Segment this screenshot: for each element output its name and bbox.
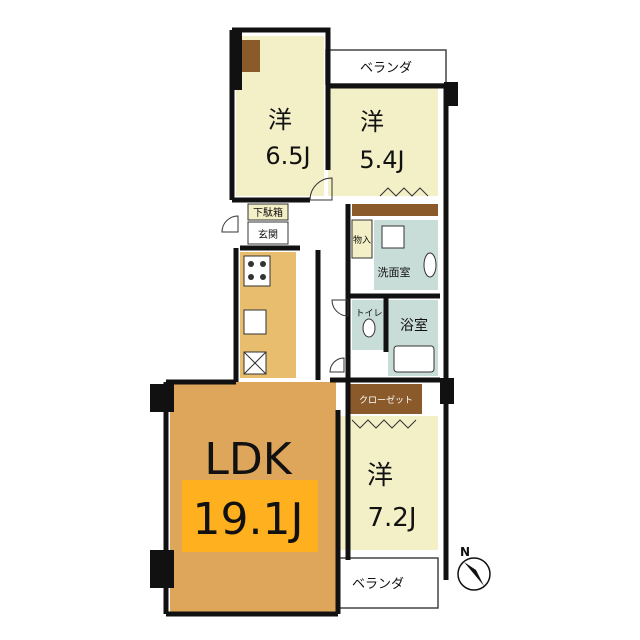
bedroom-6-5-size: 6.5J: [265, 142, 310, 170]
bedroom-6-5-kind: 洋: [268, 106, 292, 134]
balcony-bottom-label: ベランダ: [352, 577, 404, 592]
bedroom-6-5: 洋 6.5J: [236, 36, 324, 196]
doors: [309, 177, 349, 373]
entrance-label: 玄関: [258, 228, 278, 241]
wet-areas: 物入 洗面室 トイレ 浴室: [351, 219, 438, 376]
bedroom-5-4: 洋 5.4J: [328, 88, 438, 197]
bedroom-5-4-size: 5.4J: [359, 146, 404, 174]
sink-icon: [243, 309, 267, 335]
balcony-top-label: ベランダ: [360, 61, 412, 76]
kitchen: [240, 252, 296, 378]
stove-icon: [243, 255, 271, 287]
ldk-size: 19.1J: [193, 494, 304, 545]
storage-label: 物入: [353, 234, 371, 246]
bath-label: 浴室: [400, 317, 428, 334]
closet-small: [240, 40, 260, 72]
closet: クローゼット: [350, 384, 422, 414]
ldk-kind: LDK: [204, 434, 292, 485]
bedroom-7-2: 洋 7.2J: [340, 416, 438, 550]
closet-label: クローゼット: [359, 394, 413, 406]
storage-strip: [352, 204, 438, 216]
bedroom-5-4-kind: 洋: [360, 108, 384, 136]
ldk-size-highlight: [182, 480, 318, 552]
bedroom-7-2-kind: 洋: [367, 461, 393, 491]
bedroom-7-2-size: 7.2J: [367, 503, 416, 533]
wall-columns: [150, 30, 458, 588]
shoe-box-label: 下駄箱: [253, 206, 283, 219]
compass-letter: N: [460, 545, 470, 559]
compass-icon: N: [457, 545, 491, 591]
balcony-top: ベランダ: [325, 49, 447, 85]
toilet-label: トイレ: [355, 309, 382, 319]
washroom-label: 洗面室: [378, 265, 411, 279]
ldk: LDK 19.1J: [170, 382, 336, 612]
